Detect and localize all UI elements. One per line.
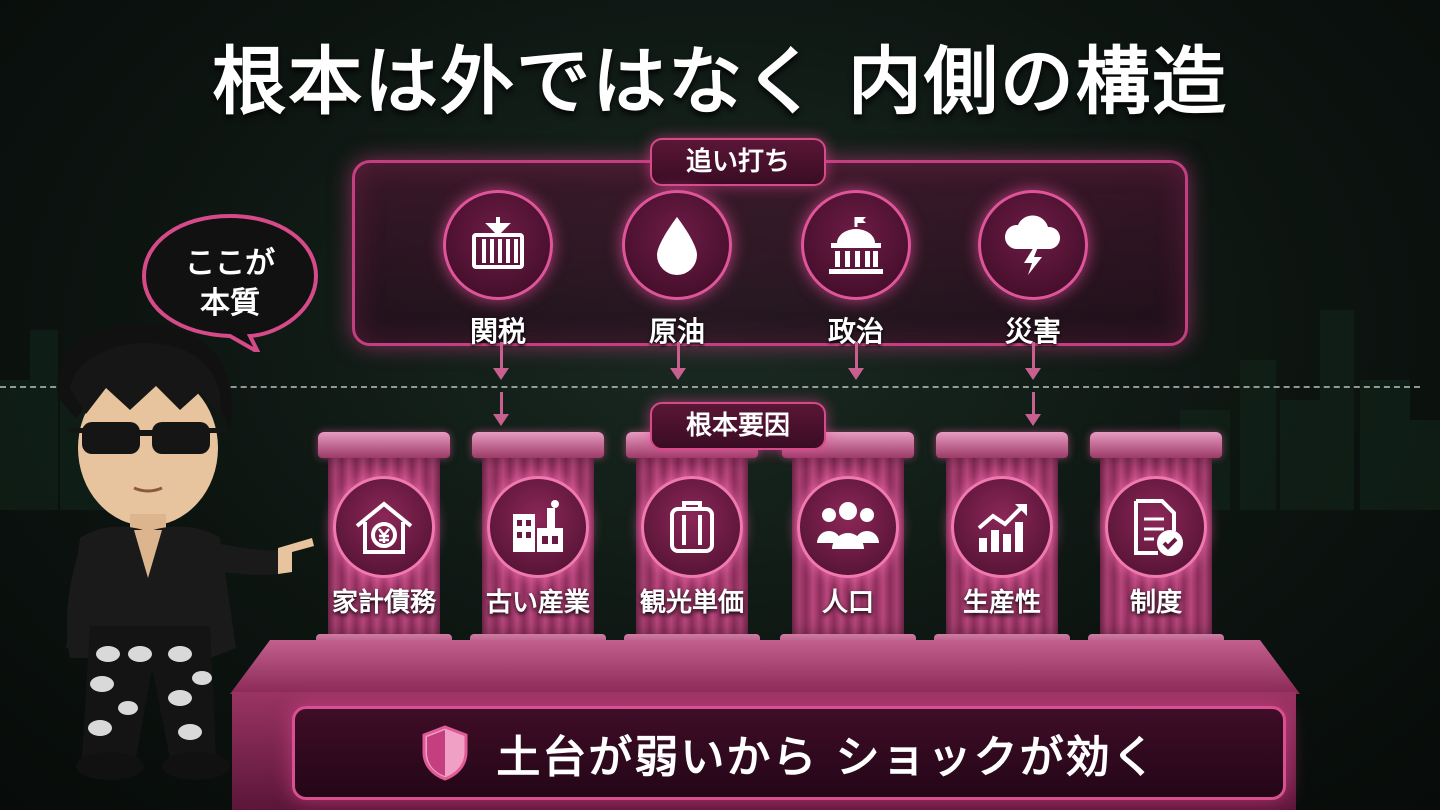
suitcase-icon bbox=[641, 476, 743, 578]
growth-chart-icon bbox=[951, 476, 1053, 578]
house-yen-icon bbox=[333, 476, 435, 578]
divider-line bbox=[0, 386, 1420, 388]
arrow-down bbox=[493, 392, 509, 426]
trigger-item-tariff: 関税 bbox=[438, 190, 558, 350]
pillar-productivity: 生産性 bbox=[934, 432, 1070, 660]
bubble-line-1: ここが bbox=[185, 246, 275, 281]
trigger-label: 関税 bbox=[469, 315, 526, 348]
trigger-item-politics: 政治 bbox=[796, 190, 916, 350]
document-check-icon bbox=[1105, 476, 1207, 578]
shipping-container-icon bbox=[443, 190, 553, 300]
pillar-old-industry: 古い産業 bbox=[470, 432, 606, 660]
conclusion-banner: 土台が弱いから ショックが効く bbox=[292, 706, 1286, 800]
root-causes-heading: 根本要因 bbox=[650, 402, 827, 450]
arrow-down bbox=[670, 342, 686, 380]
pillar-label: 古い産業 bbox=[485, 588, 590, 618]
trigger-label: 原油 bbox=[648, 315, 705, 348]
arrow-down bbox=[493, 342, 509, 380]
trigger-item-oil: 原油 bbox=[617, 190, 737, 350]
shield-icon bbox=[422, 725, 468, 781]
oil-drop-icon bbox=[622, 190, 732, 300]
government-building-icon bbox=[801, 190, 911, 300]
page-title: 根本は外ではなく 内側の構造 bbox=[212, 39, 1228, 125]
bubble-line-2: 本質 bbox=[200, 286, 260, 321]
trigger-item-disaster: 災害 bbox=[973, 190, 1093, 350]
pillar-institutions: 制度 bbox=[1088, 432, 1224, 660]
pillar-label: 制度 bbox=[1129, 588, 1182, 618]
triggers-heading: 追い打ち bbox=[650, 138, 827, 186]
conclusion-text: 土台が弱いから ショックが効く bbox=[496, 732, 1158, 783]
arrow-down bbox=[1025, 392, 1041, 426]
people-group-icon bbox=[797, 476, 899, 578]
pillar-tourism-price: 観光単価 bbox=[624, 432, 760, 660]
storm-cloud-lightning-icon bbox=[978, 190, 1088, 300]
pillar-label: 観光単価 bbox=[639, 588, 744, 618]
arrow-down bbox=[848, 342, 864, 380]
pillar-label: 家計債務 bbox=[331, 588, 436, 618]
pillar-population: 人口 bbox=[780, 432, 916, 660]
speech-bubble: ここが 本質 bbox=[140, 212, 320, 352]
pillar-label: 生産性 bbox=[962, 588, 1041, 618]
presenter-character bbox=[57, 323, 314, 780]
platform-top bbox=[230, 640, 1300, 694]
factory-icon bbox=[487, 476, 589, 578]
arrow-down bbox=[1025, 342, 1041, 380]
pillar-label: 人口 bbox=[821, 588, 874, 618]
city-skyline-background bbox=[0, 310, 1440, 510]
pillar-household-debt: 家計債務 bbox=[316, 432, 452, 660]
